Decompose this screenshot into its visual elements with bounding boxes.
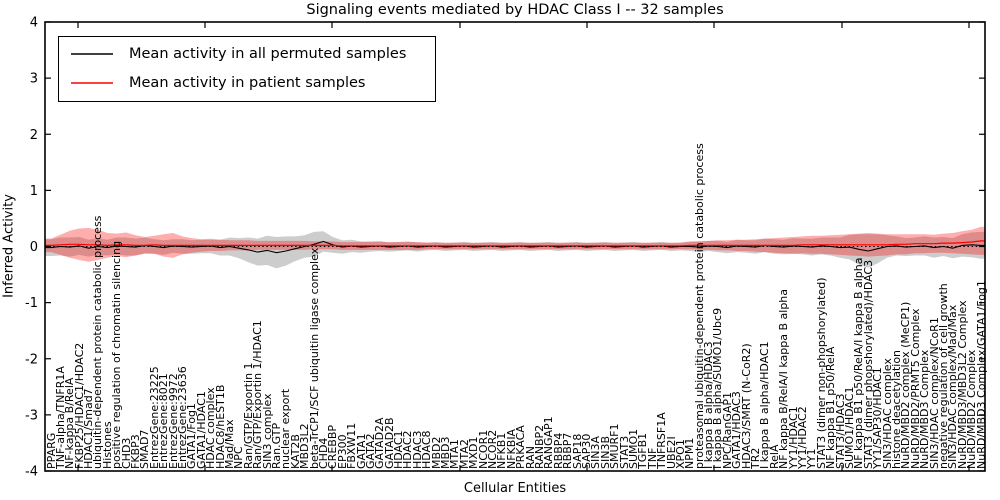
y-tick-label: 3 xyxy=(30,72,38,87)
y-axis-title: Inferred Activity xyxy=(1,194,17,298)
legend-label-patient: Mean activity in patient samples xyxy=(129,75,366,91)
x-axis-title: Cellular Entities xyxy=(463,481,567,496)
legend-item-permuted: Mean activity in all permuted samples xyxy=(69,42,425,66)
confidence-band-patient xyxy=(45,226,985,262)
chart-title: Signaling events mediated by HDAC Class … xyxy=(306,2,724,18)
confidence-band-permuted xyxy=(45,231,985,269)
x-tick-label: NuRD/MBD3 Complex/GATA1/Fog1 xyxy=(974,280,988,469)
legend-label-permuted: Mean activity in all permuted samples xyxy=(129,46,407,62)
x-tick-label: beta-TrCP1/SCF ubiquitin ligase complex xyxy=(307,247,321,469)
legend-line-red-icon xyxy=(71,82,113,84)
legend: Mean activity in all permuted samples Me… xyxy=(58,36,436,102)
y-tick-label: -4 xyxy=(25,465,38,480)
legend-item-patient: Mean activity in patient samples xyxy=(69,71,425,95)
x-tick-label: positive regulation of chromatin silenci… xyxy=(110,240,124,469)
legend-line-black-icon xyxy=(71,53,113,55)
y-tick-label: 2 xyxy=(30,128,38,143)
y-tick-label: 0 xyxy=(30,240,38,255)
y-tick-label: -1 xyxy=(25,296,38,311)
y-tick-label: -2 xyxy=(25,352,38,367)
y-tick-label: 4 xyxy=(30,16,38,31)
y-tick-label: 1 xyxy=(30,184,38,199)
mean-line-patient xyxy=(45,240,985,247)
y-tick-label: -3 xyxy=(25,408,38,423)
